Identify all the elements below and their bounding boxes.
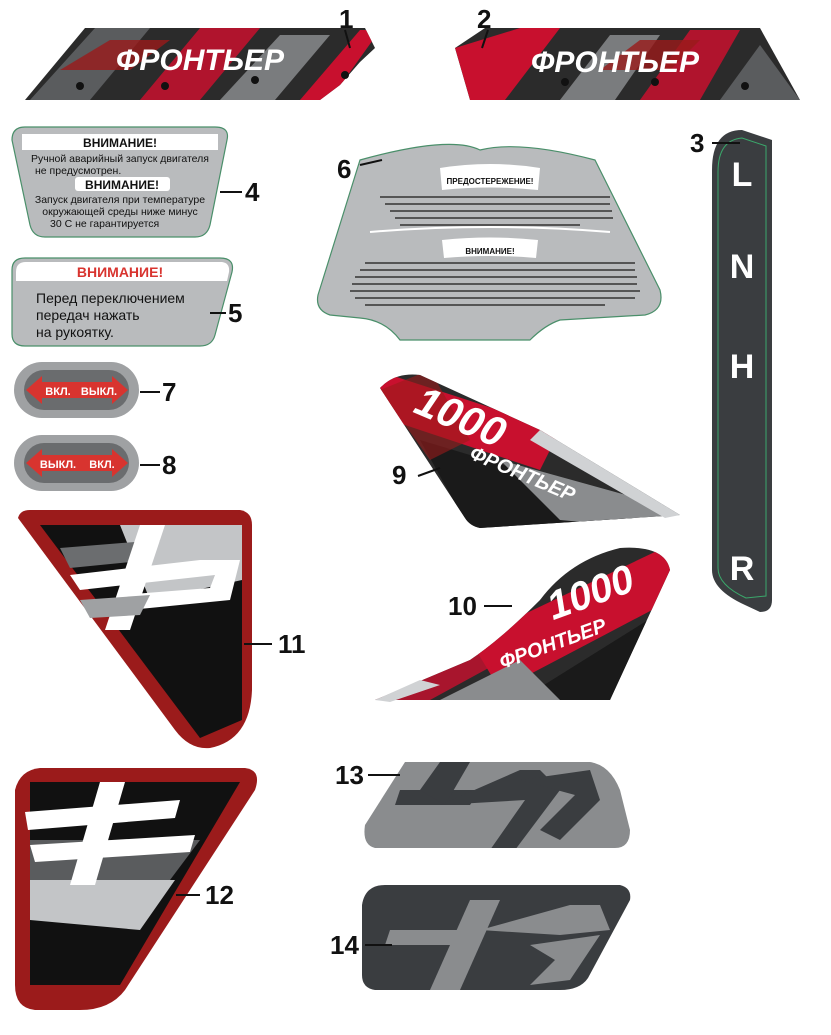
sticker-6-title-1: ПРЕДОСТЕРЕЖЕНИЕ!: [447, 177, 534, 186]
sticker-5-warning-gear: ВНИМАНИЕ! Перед переключением передач на…: [11, 257, 234, 347]
switch-7-left-label: ВКЛ.: [45, 386, 70, 398]
sticker-4-line-2: не предусмотрен.: [35, 165, 121, 177]
sticker-6-body-lines: [380, 196, 613, 226]
sticker-1-brand-text: ФРОНТЬЕР: [116, 44, 285, 77]
gear-letter-n: N: [730, 248, 755, 286]
sticker-5-line-2: передач нажать: [36, 307, 140, 323]
switch-8-right-label: ВКЛ.: [89, 459, 114, 471]
sticker-4-title-2: ВНИМАНИЕ!: [85, 178, 159, 192]
sticker-9-model-1000-upper: 1000 ФРОНТЬЕР: [380, 374, 680, 528]
sticker-6-body-lines-2: [350, 262, 640, 306]
switch-8-left-label: ВЫКЛ.: [40, 459, 76, 471]
callout-14: 14: [330, 930, 359, 960]
sticker-6-fuel-warning: ПРЕДОСТЕРЕЖЕНИЕ! ВНИМАНИЕ!: [316, 143, 662, 341]
callout-5: 5: [228, 298, 242, 328]
callout-9: 9: [392, 460, 406, 490]
sticker-4-title-1: ВНИМАНИЕ!: [83, 136, 157, 150]
callout-13: 13: [335, 760, 364, 790]
callout-1: 1: [339, 4, 353, 34]
sticker-3-gear-strip: L N H R: [712, 130, 772, 612]
sticker-7-on-off-switch: ВКЛ. ВЫКЛ.: [14, 362, 139, 418]
sticker-5-line-1: Перед переключением: [36, 290, 185, 306]
sticker-12-logo-mark: [25, 782, 195, 885]
callout-11: 11: [278, 629, 306, 659]
callout-6: 6: [337, 154, 351, 184]
sticker-11-logo-mark: [60, 525, 240, 630]
sticker-2-brand-text: ФРОНТЬЕР: [531, 46, 700, 79]
sticker-14-grey-logo: [362, 885, 631, 990]
callout-2: 2: [477, 4, 491, 34]
sticker-4-line-4: окружающей среды ниже минус: [42, 206, 197, 218]
gear-letter-l: L: [732, 156, 753, 194]
sticker-4-warning-start: ВНИМАНИЕ! Ручной аварийный запуск двигат…: [11, 126, 229, 238]
callout-6-leader: [359, 159, 383, 166]
sticker-6-title-2: ВНИМАНИЕ!: [465, 247, 514, 256]
callout-2-leader: [481, 29, 489, 49]
gear-letter-h: H: [730, 348, 755, 386]
sticker-4-line-1: Ручной аварийный запуск двигателя: [31, 153, 209, 165]
sticker-4-line-5: 30 С не гарантируется: [50, 218, 159, 230]
callout-12: 12: [205, 880, 234, 910]
callout-1-leader: [344, 29, 351, 49]
sticker-2-frontier-right: ФРОНТЬЕР: [455, 28, 800, 100]
switch-7-right-label: ВЫКЛ.: [81, 386, 117, 398]
sticker-5-line-3: на рукоятку.: [36, 324, 114, 340]
callout-10: 10: [448, 591, 477, 621]
callout-3: 3: [690, 128, 704, 158]
sticker-10-model-1000-lower: 1000 ФРОНТЬЕР: [375, 547, 670, 702]
sticker-11-logo-triangle: [18, 510, 252, 749]
callout-9-leader: [417, 467, 441, 477]
sticker-4-line-3: Запуск двигателя при температуре: [35, 194, 205, 206]
callout-7: 7: [162, 377, 176, 407]
gear-letter-r: R: [730, 550, 755, 588]
sticker-1-frontier-left: ФРОНТЬЕР: [25, 28, 375, 100]
sticker-12-logo-triangle: [15, 768, 258, 1010]
callout-8: 8: [162, 450, 176, 480]
callout-4: 4: [245, 177, 260, 207]
sticker-5-title: ВНИМАНИЕ!: [77, 264, 163, 280]
sticker-13-grey-logo: [364, 762, 630, 848]
sticker-8-off-on-switch: ВЫКЛ. ВКЛ.: [14, 435, 139, 491]
